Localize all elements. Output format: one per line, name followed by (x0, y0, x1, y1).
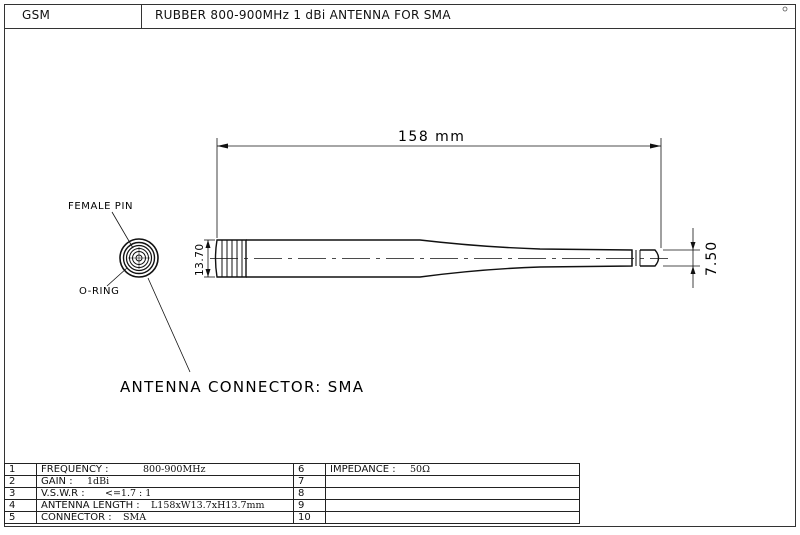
length-dimension (216, 138, 662, 248)
spec-num: 6 (293, 463, 326, 476)
connector-end-view (119, 238, 159, 278)
spec-value: SMA (123, 512, 147, 523)
spec-num: 8 (293, 487, 326, 500)
spec-row: 4 ANTENNA LENGTH : L158xW13.7xH13.7mm 9 (4, 499, 580, 512)
spec-label: GAIN : (41, 476, 73, 487)
spec-num: 9 (293, 499, 326, 512)
spec-row: 5 CONNECTOR : SMA 10 (4, 511, 580, 524)
spec-label: IMPEDANCE : (330, 464, 396, 475)
spec-cell (325, 511, 580, 524)
title-description: RUBBER 800-900MHz 1 dBi ANTENNA FOR SMA (155, 8, 451, 22)
spec-value: 800-900MHz (143, 464, 206, 475)
spec-cell: FREQUENCY : 800-900MHz (36, 463, 294, 476)
antenna-side-view (210, 239, 668, 278)
spec-num: 7 (293, 475, 326, 488)
spec-value: 1dBi (87, 476, 110, 487)
spec-table: 1 FREQUENCY : 800-900MHz 6 IMPEDANCE : 50Ω… (4, 463, 580, 524)
o-ring-leader (106, 267, 128, 287)
spec-num: 4 (4, 499, 37, 512)
spec-cell (325, 499, 580, 512)
tip-diameter-dimension (663, 228, 700, 288)
base-diameter-dimension (204, 239, 215, 278)
tip-diameter-label: 7.50 (704, 241, 720, 276)
spec-label: FREQUENCY : (41, 464, 109, 475)
spec-num: 2 (4, 475, 37, 488)
spec-value: <=1.7 : 1 (105, 488, 152, 499)
spec-row: 2 GAIN : 1dBi 7 (4, 475, 580, 488)
spec-row: 1 FREQUENCY : 800-900MHz 6 IMPEDANCE : 50Ω (4, 463, 580, 476)
corner-mark (782, 6, 788, 12)
female-pin-label: FEMALE PIN (68, 201, 133, 212)
spec-num: 1 (4, 463, 37, 476)
spec-cell: V.S.W.R : <=1.7 : 1 (36, 487, 294, 500)
spec-label: ANTENNA LENGTH : (41, 500, 140, 511)
length-dimension-label: 158 mm (398, 129, 465, 145)
connector-leader (147, 277, 191, 373)
sheet-border (4, 4, 796, 527)
spec-num: 3 (4, 487, 37, 500)
o-ring-label: O-RING (79, 286, 120, 297)
spec-value: L158xW13.7xH13.7mm (151, 500, 265, 511)
female-pin-leader (111, 211, 134, 249)
spec-cell: IMPEDANCE : 50Ω (325, 463, 580, 476)
spec-label: CONNECTOR : (41, 512, 112, 523)
spec-cell (325, 475, 580, 488)
spec-num: 10 (293, 511, 326, 524)
spec-cell: CONNECTOR : SMA (36, 511, 294, 524)
title-category: GSM (22, 8, 51, 22)
spec-cell: GAIN : 1dBi (36, 475, 294, 488)
spec-cell: ANTENNA LENGTH : L158xW13.7xH13.7mm (36, 499, 294, 512)
spec-cell (325, 487, 580, 500)
base-diameter-label: 13.70 (194, 243, 206, 276)
spec-value: 50Ω (410, 464, 430, 475)
connector-label: ANTENNA CONNECTOR: SMA (120, 378, 364, 396)
spec-num: 5 (4, 511, 37, 524)
spec-row: 3 V.S.W.R : <=1.7 : 1 8 (4, 487, 580, 500)
spec-label: V.S.W.R : (41, 488, 85, 499)
